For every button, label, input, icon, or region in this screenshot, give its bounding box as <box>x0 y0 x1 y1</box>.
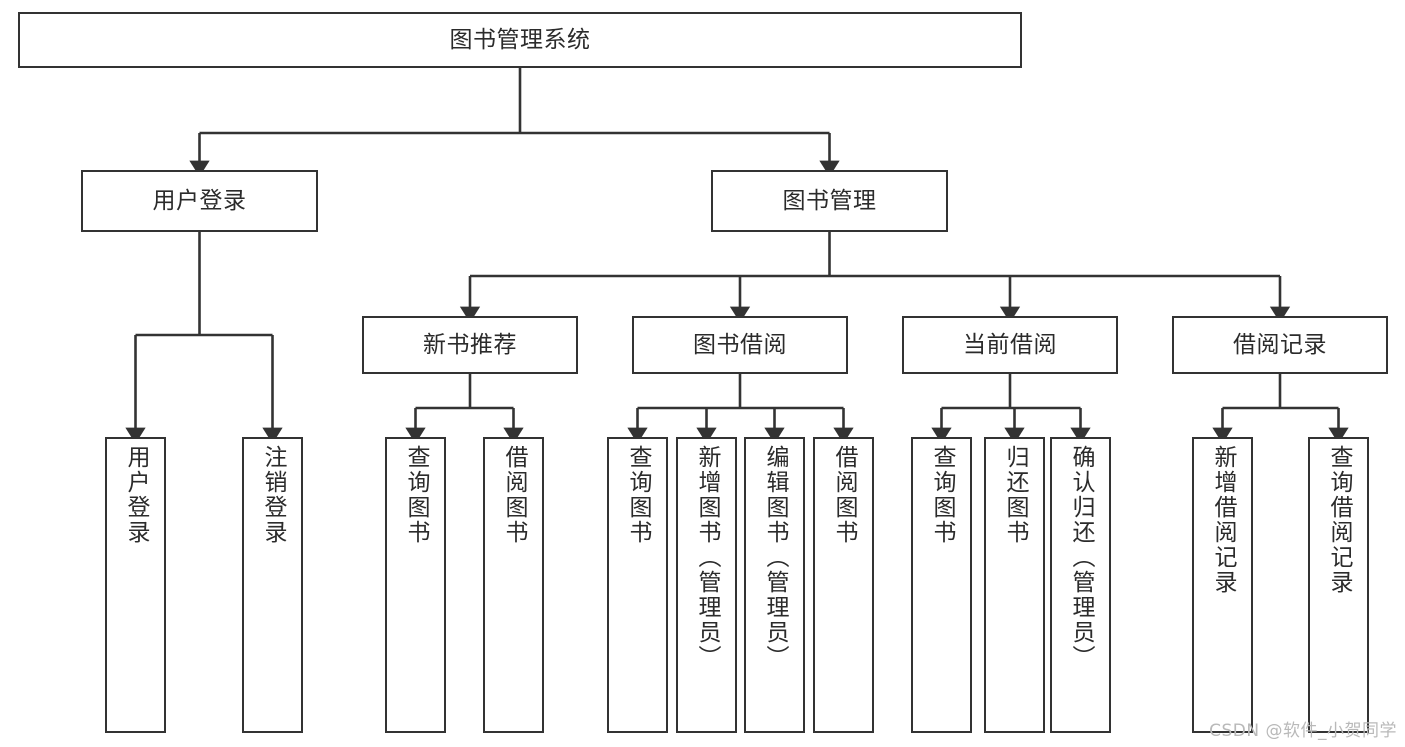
node-book-borrow[interactable]: 图书借阅 <box>632 316 848 374</box>
node-leaf-add-borrow-record[interactable]: 新增借阅记录 <box>1192 437 1253 733</box>
node-leaf-query-book-2-label: 查询图书 <box>625 445 651 545</box>
node-root[interactable]: 图书管理系统 <box>18 12 1022 68</box>
node-root-label: 图书管理系统 <box>449 26 591 53</box>
node-leaf-borrow-book-1[interactable]: 借阅图书 <box>483 437 544 733</box>
node-borrow-record-label: 借阅记录 <box>1233 331 1327 358</box>
node-leaf-borrow-book-2[interactable]: 借阅图书 <box>813 437 874 733</box>
node-leaf-return-book[interactable]: 归还图书 <box>984 437 1045 733</box>
node-leaf-query-book-2[interactable]: 查询图书 <box>607 437 668 733</box>
node-current-borrow-label: 当前借阅 <box>963 331 1057 358</box>
node-leaf-confirm-return-admin[interactable]: 确认归还（管理员） <box>1050 437 1111 733</box>
node-leaf-return-book-label: 归还图书 <box>1002 445 1028 545</box>
node-leaf-add-book-admin[interactable]: 新增图书（管理员） <box>676 437 737 733</box>
node-leaf-borrow-book-1-label: 借阅图书 <box>501 445 527 545</box>
node-book-manage-label: 图书管理 <box>782 187 877 214</box>
node-user-login[interactable]: 用户登录 <box>81 170 318 232</box>
node-new-book-recommend[interactable]: 新书推荐 <box>362 316 578 374</box>
node-leaf-add-borrow-record-label: 新增借阅记录 <box>1210 445 1236 595</box>
node-borrow-record[interactable]: 借阅记录 <box>1172 316 1388 374</box>
node-leaf-user-login[interactable]: 用户登录 <box>105 437 166 733</box>
node-leaf-query-borrow-record[interactable]: 查询借阅记录 <box>1308 437 1369 733</box>
node-leaf-borrow-book-2-label: 借阅图书 <box>831 445 857 545</box>
node-leaf-query-book-3-label: 查询图书 <box>929 445 955 545</box>
node-leaf-query-book-3[interactable]: 查询图书 <box>911 437 972 733</box>
node-leaf-query-borrow-record-label: 查询借阅记录 <box>1326 445 1352 595</box>
node-book-borrow-label: 图书借阅 <box>693 331 787 358</box>
csdn-watermark: CSDN @软件_小贺同学 <box>1209 721 1397 741</box>
node-leaf-edit-book-admin[interactable]: 编辑图书（管理员） <box>744 437 805 733</box>
node-current-borrow[interactable]: 当前借阅 <box>902 316 1118 374</box>
node-leaf-confirm-return-admin-label: 确认归还（管理员） <box>1068 445 1094 670</box>
node-leaf-user-login-label: 用户登录 <box>123 445 149 545</box>
node-book-manage[interactable]: 图书管理 <box>711 170 948 232</box>
node-leaf-query-book-1-label: 查询图书 <box>403 445 429 545</box>
node-leaf-add-book-admin-label: 新增图书（管理员） <box>694 445 720 670</box>
node-leaf-logout-label: 注销登录 <box>260 445 286 545</box>
node-leaf-logout[interactable]: 注销登录 <box>242 437 303 733</box>
node-leaf-edit-book-admin-label: 编辑图书（管理员） <box>762 445 788 670</box>
node-leaf-query-book-1[interactable]: 查询图书 <box>385 437 446 733</box>
node-user-login-label: 用户登录 <box>152 187 247 214</box>
node-new-book-recommend-label: 新书推荐 <box>423 331 517 358</box>
